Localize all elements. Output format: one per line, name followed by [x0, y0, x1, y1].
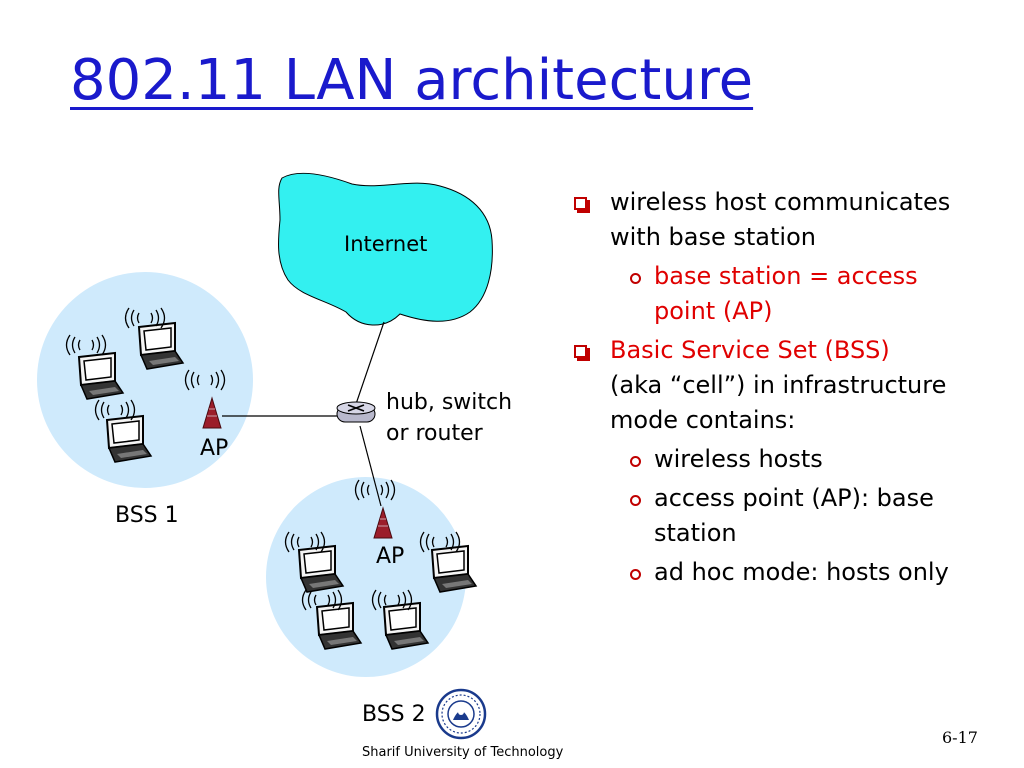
- bullet-list: wireless host communicates with base sta…: [572, 185, 1012, 594]
- router-label-line1: hub, switch: [386, 390, 513, 415]
- checkbox-bullet-icon: [574, 345, 590, 361]
- circle-bullet-icon: [630, 273, 641, 284]
- link-internet-router: [355, 321, 385, 405]
- sub-bullet-item: wireless hosts: [572, 442, 1012, 477]
- university-seal-icon: [435, 688, 487, 740]
- sub-bullet-item: ad hoc mode: hosts only: [572, 555, 1012, 590]
- sub-bullet-item: base station = access point (AP): [572, 259, 1012, 329]
- ap2-label: AP: [376, 544, 405, 569]
- bullet-item: wireless host communicates with base sta…: [572, 185, 1012, 255]
- laptop-icon: [431, 545, 477, 593]
- internet-label: Internet: [344, 232, 428, 256]
- checkbox-bullet-icon: [574, 197, 590, 213]
- router-label-line2: or router: [386, 421, 483, 446]
- circle-bullet-icon: [630, 456, 641, 467]
- router-icon: [336, 401, 376, 423]
- footer-institution: Sharif University of Technology: [362, 745, 564, 760]
- sub-bullet-item: access point (AP): base station: [572, 481, 1012, 551]
- bss1-label: BSS 1: [115, 503, 179, 528]
- circle-bullet-icon: [630, 569, 641, 580]
- bullet-item: Basic Service Set (BSS) (aka “cell”) in …: [572, 333, 1012, 438]
- page-number: 6-17: [942, 728, 978, 747]
- slide-title: 802.11 LAN architecture: [70, 48, 754, 113]
- circle-bullet-icon: [630, 495, 641, 506]
- internet-cloud: [277, 172, 493, 326]
- link-router-ap2: [359, 425, 382, 507]
- bss2-label: BSS 2: [362, 702, 426, 727]
- ap1-label: AP: [200, 436, 229, 461]
- bss1-cell: [37, 272, 253, 488]
